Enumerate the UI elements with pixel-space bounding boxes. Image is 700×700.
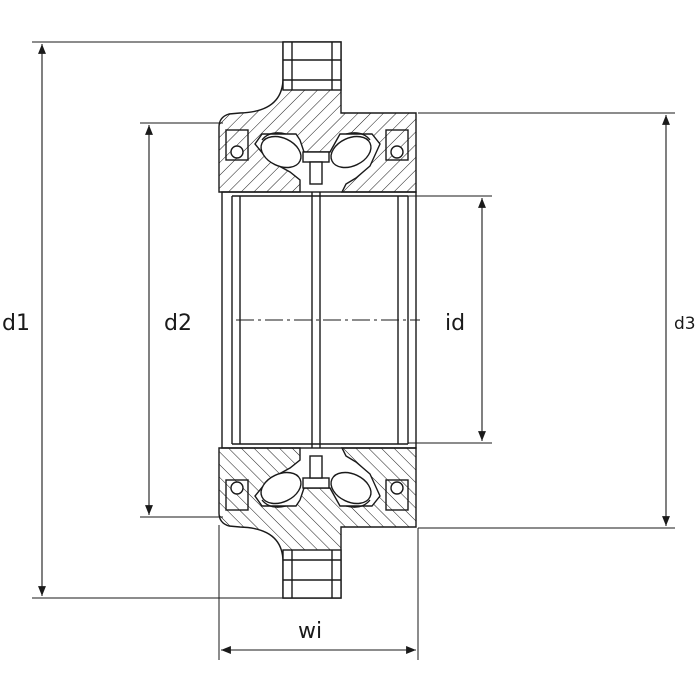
bottom-flange xyxy=(218,447,417,599)
id-label: id xyxy=(445,311,465,336)
inner-bore xyxy=(221,191,417,449)
d3-label: d3 xyxy=(674,314,696,334)
bottom-rolling-elements xyxy=(225,455,409,511)
extension-lines xyxy=(32,41,675,660)
top-rolling-elements xyxy=(225,129,409,185)
top-flange xyxy=(218,41,417,193)
d1-label: d1 xyxy=(2,311,30,336)
wi-label: wi xyxy=(298,619,322,644)
dimension-lines xyxy=(38,44,670,654)
d2-label: d2 xyxy=(164,311,192,336)
